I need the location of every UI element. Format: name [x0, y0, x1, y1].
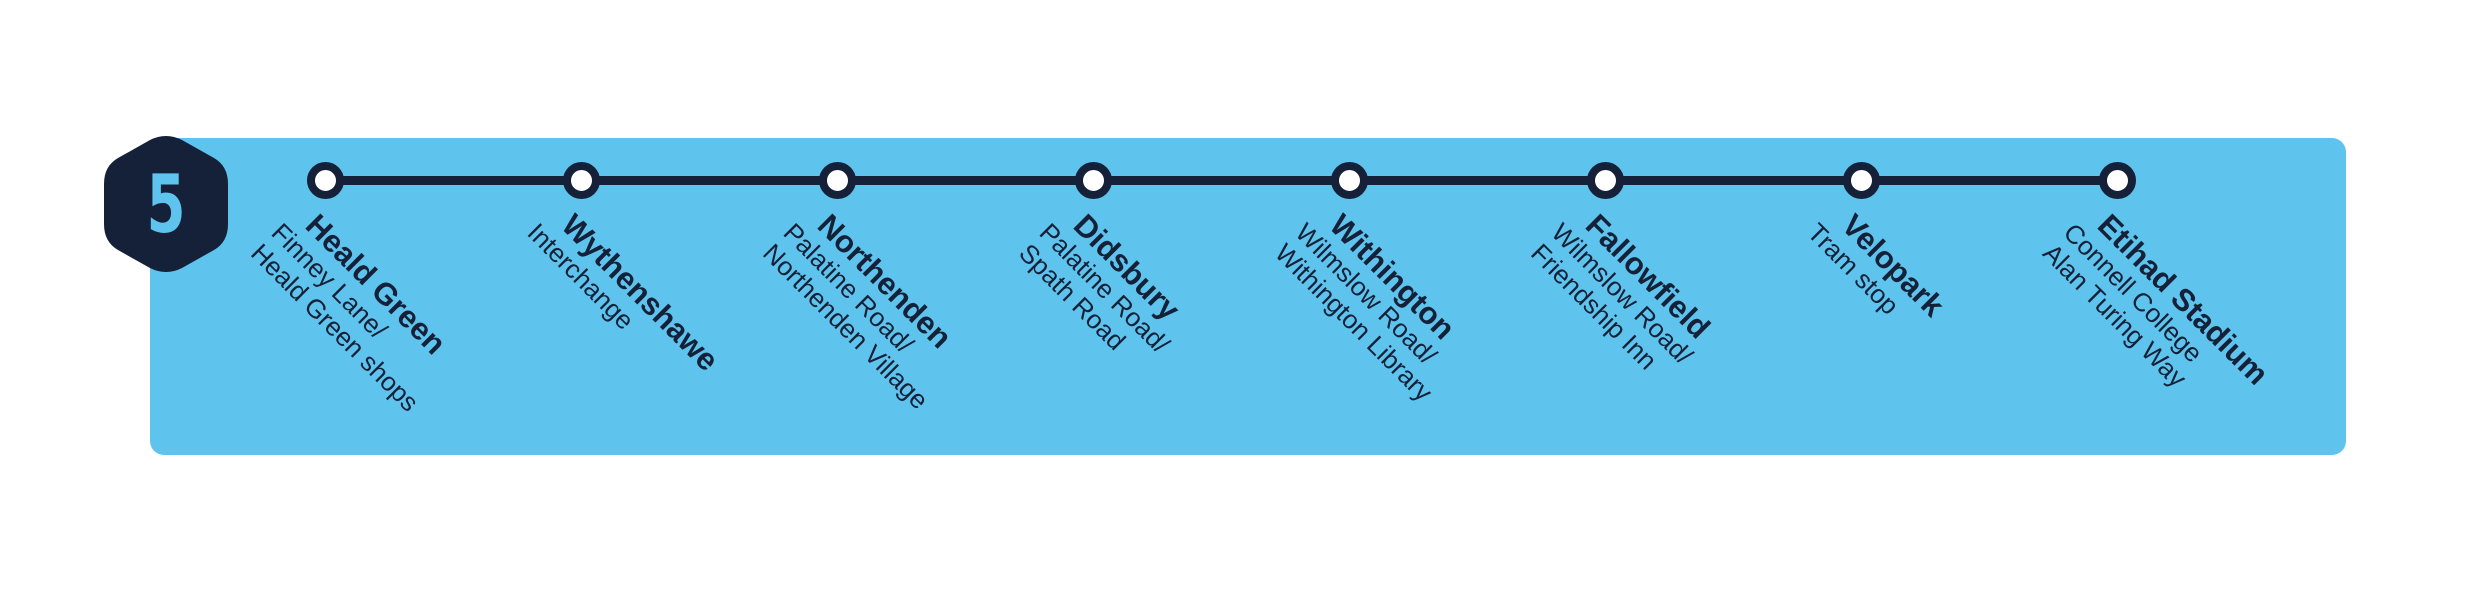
stop-marker — [1587, 162, 1624, 199]
stop-marker — [563, 162, 600, 199]
stop-marker — [1843, 162, 1880, 199]
stop-marker — [1075, 162, 1112, 199]
route-badge: 5 — [104, 136, 228, 272]
stop-marker — [1331, 162, 1368, 199]
stop-marker — [307, 162, 344, 199]
route-panel — [150, 138, 2346, 455]
hexagon-icon — [104, 136, 228, 272]
stop-marker — [2099, 162, 2136, 199]
route-line — [325, 176, 2117, 185]
stop-marker — [819, 162, 856, 199]
route-number: 5 — [146, 157, 186, 251]
